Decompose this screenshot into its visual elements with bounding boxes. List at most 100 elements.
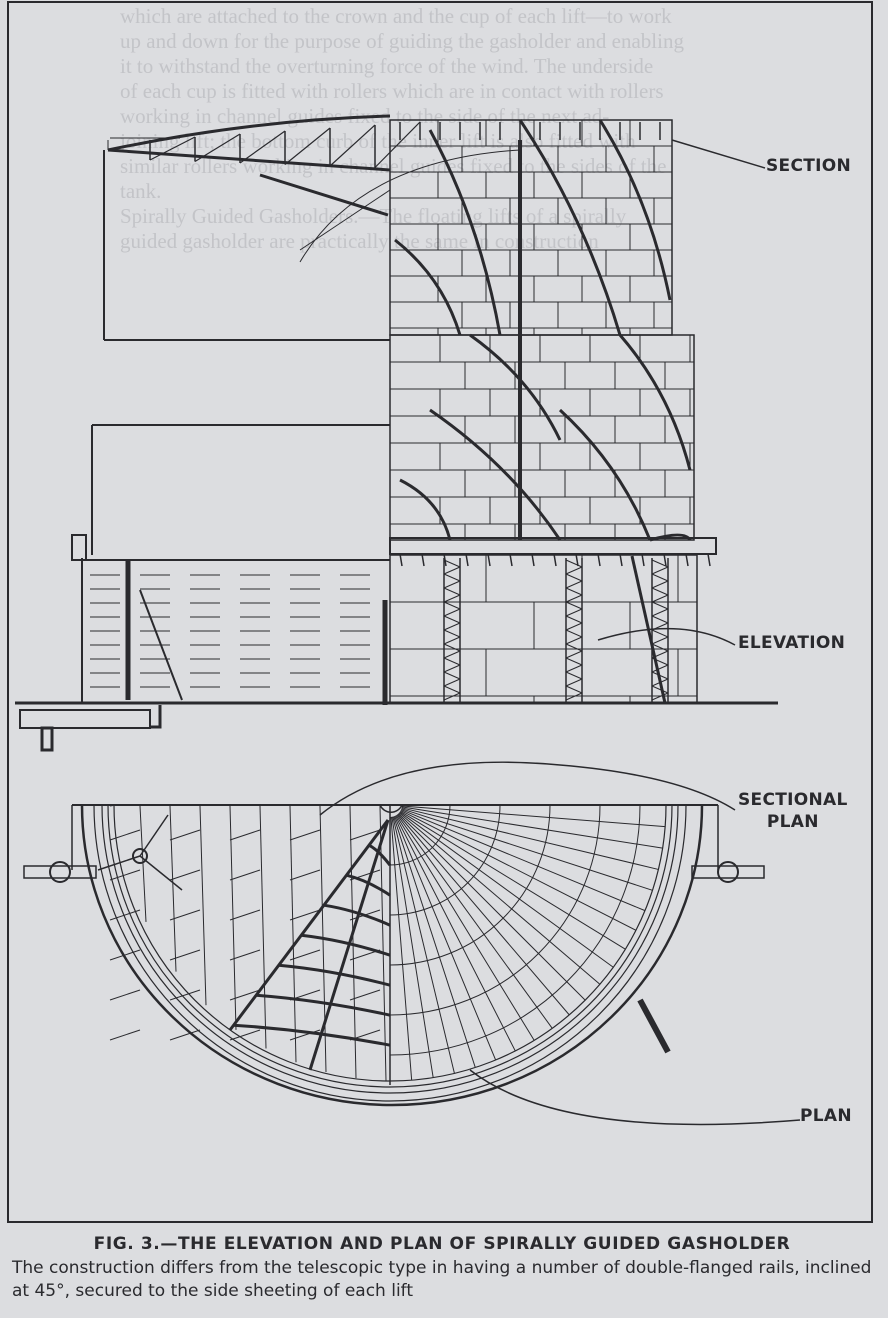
elevation-drawing (15, 114, 778, 752)
spiral-guide-rail (518, 119, 622, 336)
roller-bracket (509, 553, 513, 567)
floor-sheet-joint (109, 1029, 141, 1041)
roof-truss-bottom (107, 148, 391, 172)
truss-diagonal (149, 136, 196, 161)
lattice-brace (443, 573, 461, 582)
crown-ring (389, 804, 501, 916)
spiral-guide-rail (429, 408, 562, 541)
floor-sheet-line (169, 805, 177, 972)
crown-radial-rib (394, 815, 497, 1061)
truss-diagonal (374, 121, 421, 168)
lattice-brace (565, 615, 583, 624)
lattice-brace (651, 643, 669, 652)
floor-sheet-line (229, 805, 237, 1030)
lattice-brace (651, 685, 669, 694)
floor-sheet-line (109, 804, 117, 807)
figure-frame (7, 1, 873, 1223)
crown-radial-rib (395, 815, 516, 1052)
floor-sheet-joint (289, 949, 321, 961)
lattice-brace (565, 573, 583, 582)
roller-axle (691, 865, 765, 879)
floor-sheet-joint (169, 949, 201, 961)
lattice-brace (651, 580, 669, 589)
lattice-brace (565, 643, 583, 652)
floor-sheet-joint (169, 829, 201, 841)
label-plan: PLAN (800, 1106, 852, 1126)
label-elevation: ELEVATION (738, 633, 845, 653)
crown-radial-rib (393, 816, 476, 1068)
leader-plan (469, 1069, 801, 1126)
pipe-stay (139, 589, 183, 701)
valve-stem (40, 726, 54, 752)
truss-diagonal (194, 133, 241, 163)
floor-sheet-line (259, 805, 267, 1049)
lattice-brace (651, 636, 669, 645)
plan-truss-rung (256, 993, 391, 1017)
roller-bracket (663, 553, 667, 567)
crown-radial-rib (399, 811, 614, 968)
lattice-brace (443, 643, 461, 652)
plan-outer-curb (80, 804, 704, 1107)
lattice-brace (565, 678, 583, 687)
spiral-guide-rail (649, 533, 692, 542)
crown-radial-rib (401, 805, 666, 828)
crown-radial-rib (398, 813, 586, 1001)
lattice-brace (565, 608, 583, 617)
lattice-brace (565, 622, 583, 631)
lattice-brace (443, 636, 461, 645)
crown-radial-rib (395, 814, 535, 1041)
floor-sheet-line (139, 805, 147, 922)
lattice-brace (651, 608, 669, 617)
spiral-guide-rail (428, 129, 502, 336)
floor-sheet-joint (349, 829, 381, 841)
lattice-brace (443, 685, 461, 694)
floor-sheet-line (289, 805, 297, 1063)
lattice-brace (651, 594, 669, 603)
lattice-brace (651, 573, 669, 582)
lattice-brace (565, 671, 583, 680)
lattice-brace (565, 692, 583, 701)
lattice-brace (651, 692, 669, 701)
leader-section-label (671, 139, 766, 169)
floor-sheet-joint (229, 1029, 261, 1041)
label-plan-text: PLAN (800, 1106, 852, 1126)
bleed-line: it to withstand the overturning force of… (120, 54, 654, 78)
floor-sheet-joint (109, 989, 141, 1001)
leader-sectional-plan (319, 761, 736, 816)
crown-radial-rib (392, 816, 455, 1074)
line-stroke (139, 855, 183, 891)
floor-sheet-joint (109, 869, 141, 881)
roller-bracket (399, 553, 403, 567)
crown-ring (389, 804, 551, 966)
lattice-brace (443, 650, 461, 659)
roller-axle (23, 865, 97, 879)
floor-sheet-joint (289, 909, 321, 921)
valve-wheel (132, 848, 148, 864)
lattice-brace (565, 580, 583, 589)
lattice-brace (651, 629, 669, 638)
roller-bracket (619, 553, 623, 567)
tank-footing (150, 705, 162, 729)
floor-sheet-joint (109, 909, 141, 921)
truss-diagonal (284, 127, 331, 165)
spiral-guide-rail (394, 238, 462, 336)
label-sectional-text: SECTIONAL (738, 790, 848, 810)
crown-ring (389, 804, 451, 866)
plan-truss (228, 819, 390, 1031)
lattice-brace (565, 629, 583, 638)
bleed-line: tank. (120, 179, 162, 203)
floor-sheet-joint (109, 949, 141, 961)
floor-sheet-joint (109, 829, 141, 841)
lattice-brace (443, 657, 461, 666)
crown-ring (389, 804, 641, 1056)
lattice-brace (443, 566, 461, 575)
leader-section (299, 189, 391, 251)
caption-body: The construction differs from the telesc… (12, 1258, 872, 1301)
lattice-brace (443, 587, 461, 596)
bleed-line: which are attached to the crown and the … (120, 4, 672, 28)
lattice-brace (565, 594, 583, 603)
crown-radial-rib (398, 812, 601, 985)
lattice-brace (443, 622, 461, 631)
floor-sheet-joint (289, 829, 321, 841)
